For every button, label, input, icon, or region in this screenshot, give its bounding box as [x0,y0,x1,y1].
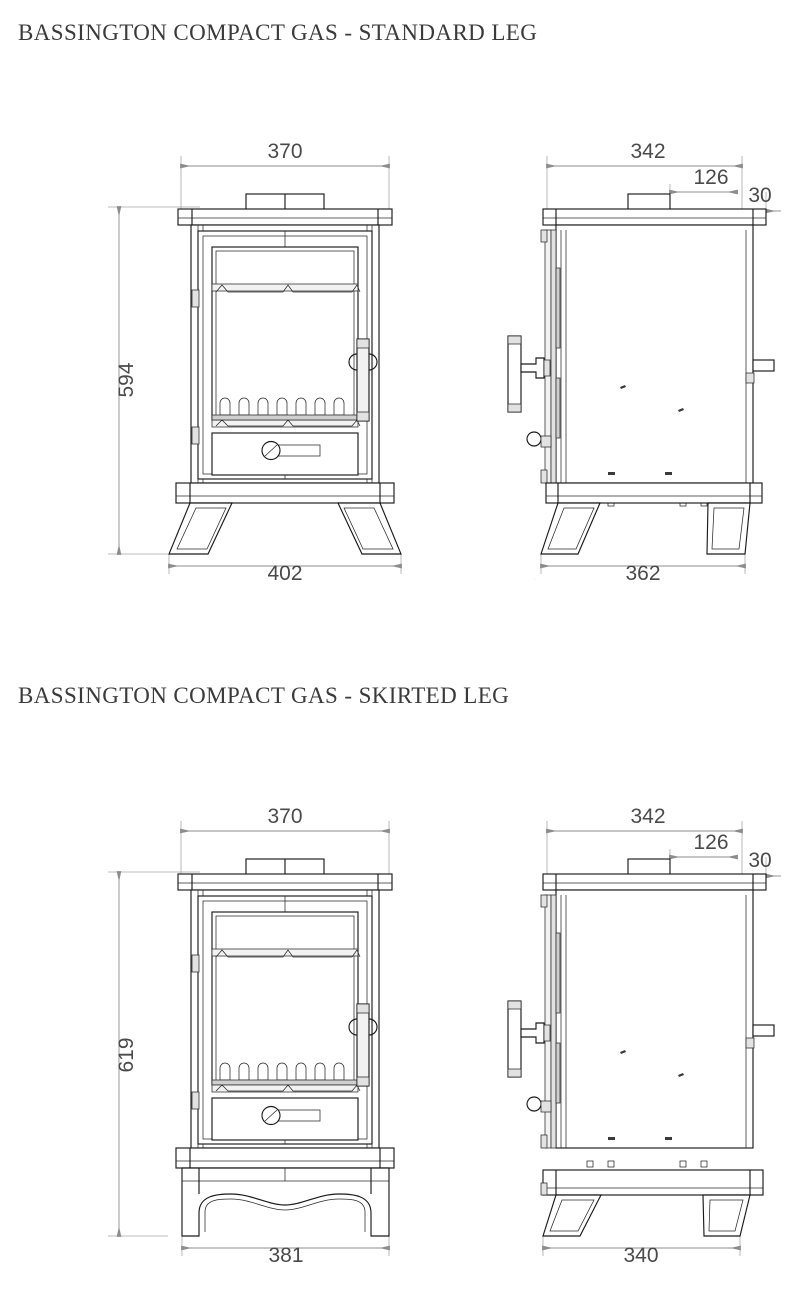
dimension-381-front-skirted: 381 [181,1236,390,1267]
ash-pan-panel-front-skirted [211,1097,359,1144]
door-hinges-front [191,289,200,445]
glass-upper-bar [211,283,361,293]
plinth-front [175,482,395,504]
dimension-370-front-skirted: 370 [180,805,390,834]
top-plate-front-skirted [177,873,393,891]
baffle-bar-front-skirted [211,1084,361,1093]
plinth-side [545,482,763,504]
air-control-front-skirted[interactable] [261,1105,321,1126]
dimension-342-side-skirted: 342 [546,805,743,881]
dimension-label-126-skirted: 126 [693,831,728,854]
dimension-label-342-skirted: 342 [630,805,665,828]
dimension-594-front: 594 [108,206,200,555]
top-plate-side-skirted [542,873,767,891]
plinth-side-skirted [542,1169,764,1196]
dimension-label-30: 30 [748,184,771,207]
dimension-label-126: 126 [693,166,728,189]
dimension-label-594: 594 [115,362,138,397]
door-edge-side-skirted [540,894,561,1149]
air-control-knob-side[interactable] [526,431,552,580]
dimension-362-side: 362 [540,554,746,585]
door-handle-front[interactable] [348,338,378,422]
door-glass-front-skirted [211,911,359,1086]
legs-front-standard [168,502,402,555]
stove-body-side-skirted [555,889,754,1149]
rear-tab-side-skirted [745,1024,775,1049]
legs-side-standard [540,502,751,555]
drawing-standard-leg: 370 594 402 [0,130,800,620]
air-control-front[interactable] [261,440,321,461]
dimension-126-side: 126 [669,166,738,205]
dimension-label-370: 370 [267,140,302,163]
flue-collar-front-skirted [245,858,325,877]
dimension-402-front: 402 [168,554,402,585]
stove-body-side [555,224,754,484]
dimension-label-402: 402 [267,562,302,585]
side-elevation-skirted: 342 126 30 340 [507,805,781,1267]
door-edge-side [540,229,561,484]
surface-marks-side-skirted [586,1050,708,1168]
legs-side-skirted [540,1182,751,1237]
dimension-label-362: 362 [625,562,660,585]
drawing-skirted-leg: 370 619 381 [0,795,800,1285]
section-title-standard-leg: BASSINGTON COMPACT GAS - STANDARD LEG [18,20,538,45]
dimension-340-side-skirted: 340 [542,1236,741,1267]
dimension-126-side-skirted: 126 [669,831,738,870]
side-elevation-standard: 342 126 30 [507,140,781,585]
door-hinges-front-skirted [191,954,200,1110]
dimension-619-front-skirted: 619 [108,871,200,1237]
top-plate-side [542,208,767,226]
door-glass-front [211,246,359,421]
door-handle-side[interactable] [507,335,551,413]
dimension-370-front: 370 [180,140,390,169]
baffle-bar-front [211,419,361,428]
door-handle-front-skirted[interactable] [348,1003,378,1087]
dimension-label-30-skirted: 30 [748,849,771,872]
dimension-label-619: 619 [115,1037,138,1072]
plinth-front-skirted [175,1147,395,1169]
skirt-base-front [181,1167,390,1237]
air-control-knob-side-skirted[interactable] [526,1096,552,1113]
dimension-label-342: 342 [630,140,665,163]
front-elevation-skirted: 370 619 381 [108,805,395,1267]
dimension-label-340: 340 [623,1244,658,1267]
front-elevation-standard: 370 594 402 [108,140,402,585]
glass-upper-bar-skirted [211,948,361,958]
section-title-skirted-leg: BASSINGTON COMPACT GAS - SKIRTED LEG [18,683,510,708]
dimension-342-side: 342 [546,140,743,216]
top-plate-front [177,208,393,226]
rear-tab-side [745,359,775,384]
dimension-label-381: 381 [268,1244,303,1267]
dimension-label-370-skirted: 370 [267,805,302,828]
door-handle-side-skirted[interactable] [507,1000,551,1078]
